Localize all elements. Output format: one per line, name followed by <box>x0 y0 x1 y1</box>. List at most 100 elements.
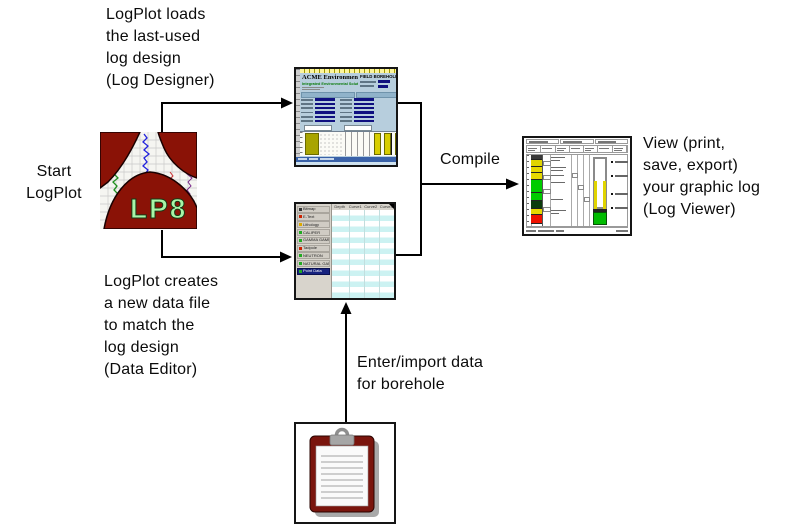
arrow-to-log-designer <box>161 102 281 132</box>
data-editor-tab: Lithology <box>297 221 330 229</box>
data-editor-column-header: Curve1 <box>348 205 362 209</box>
data-editor-column-header: Depth <box>334 205 346 209</box>
designer-info-row <box>301 115 396 119</box>
designer-info-grid <box>301 98 396 124</box>
designer-info-row <box>301 102 396 106</box>
designer-company-name: ACME Environmental <box>302 74 358 81</box>
data-editor-column-header: Curve2 <box>364 205 378 209</box>
label-logplot-creates: LogPlot creates a new data file to match… <box>104 273 219 378</box>
lith-segment <box>531 201 542 209</box>
designer-left-ruler <box>296 69 300 157</box>
designer-section-bar <box>356 92 396 98</box>
litho-column <box>531 155 543 226</box>
designer-info-row <box>301 98 396 102</box>
well-sand-pack <box>593 212 607 225</box>
designer-top-ruler <box>299 69 396 73</box>
tab-icon <box>299 207 302 211</box>
arrowhead-compile <box>506 178 519 190</box>
designer-log-layout <box>299 131 396 156</box>
tab-icon <box>299 215 302 219</box>
viewer-sample-column <box>542 155 551 226</box>
clipboard-clip <box>329 434 355 446</box>
well-seal-band <box>593 209 607 212</box>
designer-info-row <box>301 119 396 123</box>
arrowhead-log-designer <box>281 97 293 109</box>
tab-icon <box>299 231 302 235</box>
maroon-shape-right <box>157 132 197 179</box>
designer-input-chip <box>304 124 332 131</box>
lith-segment <box>531 160 542 167</box>
arrowhead-clipboard <box>340 302 352 314</box>
well-annotation <box>611 175 628 177</box>
designer-footer-strip <box>296 161 396 165</box>
lith-segment <box>531 215 542 224</box>
log-designer-screenshot: ACME Environmental Integrated Environmen… <box>294 67 398 167</box>
lith-segment <box>531 167 542 173</box>
tab-icon <box>299 254 302 258</box>
data-editor-grid <box>332 210 394 298</box>
designer-header-field-value <box>378 80 390 83</box>
arrow-to-data-editor <box>161 230 280 258</box>
clipboard-icon <box>309 427 379 517</box>
designer-tagline: Integrated Environmental Solutions <box>302 81 358 86</box>
label-enter-import: Enter/import data for borehole <box>357 354 484 393</box>
designer-address-line <box>302 88 320 91</box>
data-editor-tab: Tadpole <box>297 244 330 252</box>
viewer-title-row <box>526 139 628 144</box>
well-annotation <box>611 193 628 195</box>
data-editor-tab: NEUTRON <box>297 252 330 260</box>
connector-designer-editor <box>396 102 422 256</box>
well-annotation <box>611 161 628 163</box>
designer-description-column <box>318 133 343 155</box>
maroon-wedge-left <box>100 132 141 189</box>
data-editor-tab: E-Text <box>297 213 330 221</box>
lith-segment <box>531 173 542 180</box>
label-logplot-loads: LogPlot loads the last-used log design (… <box>106 6 215 89</box>
viewer-log-body <box>526 154 628 227</box>
maroon-dome <box>103 171 197 229</box>
designer-header-field-label <box>360 80 376 83</box>
viewer-column-headers <box>526 145 628 153</box>
designer-input-chip <box>344 124 372 131</box>
label-start-logplot: Start LogPlot <box>26 163 82 202</box>
designer-address-line <box>302 86 324 89</box>
lith-segment <box>531 155 542 160</box>
designer-form-title: FIELD BOREHOLE LOG <box>360 74 398 79</box>
lith-segment <box>531 209 542 215</box>
well-annotation <box>611 207 628 209</box>
clipboard-paper <box>315 445 369 507</box>
tab-icon <box>299 269 302 273</box>
tab-icon <box>299 262 302 266</box>
data-editor-column-header: Curve3 <box>379 205 393 209</box>
designer-status-bar <box>296 156 396 162</box>
designer-header-field-label <box>360 85 374 87</box>
data-editor-tab: CALIPER <box>297 228 330 237</box>
clipboard-box <box>294 422 396 524</box>
data-editor-corner-mark <box>389 204 394 209</box>
designer-yellow-column <box>383 133 391 155</box>
viewer-description-column <box>550 155 572 226</box>
lp8-app-icon: LP8 <box>100 132 197 229</box>
well-annulus-fill <box>603 181 606 209</box>
data-editor-tab: GAMMA GAMMA <box>297 236 330 244</box>
designer-info-row <box>301 106 396 110</box>
label-view-log: View (print, save, export) your graphic … <box>643 135 761 218</box>
clipboard-paper-lines <box>321 455 363 499</box>
data-editor-tab: Point Data <box>297 267 330 276</box>
viewer-page-indicator <box>616 230 628 232</box>
label-compile: Compile <box>439 151 501 168</box>
lith-segment <box>531 180 542 193</box>
data-editor-tab: Bitmap <box>297 205 330 213</box>
designer-info-row <box>301 110 396 114</box>
well-annulus-fill <box>594 181 597 209</box>
viewer-annotations <box>611 155 630 226</box>
designer-yellow-column <box>373 133 381 155</box>
designer-yellow-column <box>394 133 396 155</box>
tab-icon <box>299 238 302 242</box>
tab-icon <box>299 246 302 250</box>
designer-header-field-value <box>378 84 388 88</box>
arrowhead-data-editor <box>280 251 292 263</box>
data-editor-tab: NATURAL GAMMA <box>297 260 330 268</box>
